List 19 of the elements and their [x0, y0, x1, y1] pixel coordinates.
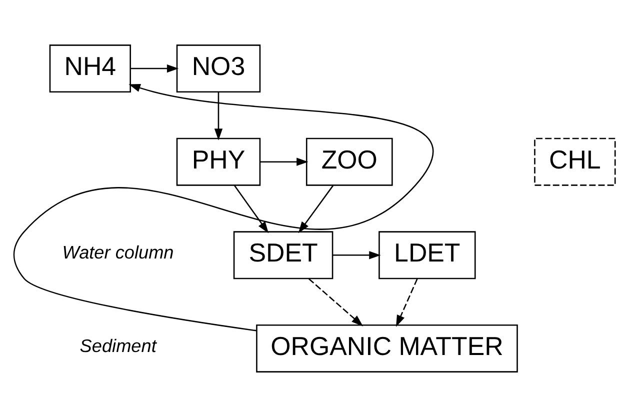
arrow: [214, 92, 223, 140]
arrow: [130, 64, 179, 72]
node-box: PHY: [176, 137, 261, 186]
label: Water column: [62, 242, 174, 262]
node-box: CHL: [534, 137, 616, 186]
node-box: NH4: [49, 44, 131, 92]
arrow: [260, 157, 308, 166]
arrow: [396, 278, 418, 326]
arrow: [234, 184, 269, 233]
node-box: ORGANIC MATTER: [256, 324, 518, 372]
node-box: SDET: [233, 230, 334, 279]
node-box: ZOO: [306, 137, 393, 186]
label: Sediment: [80, 335, 156, 356]
arrow: [13, 83, 432, 331]
arrow: [332, 250, 381, 259]
node-box: NO3: [176, 44, 261, 92]
arrow: [308, 278, 364, 326]
arrow: [298, 184, 334, 233]
node-box: LDET: [378, 230, 476, 279]
